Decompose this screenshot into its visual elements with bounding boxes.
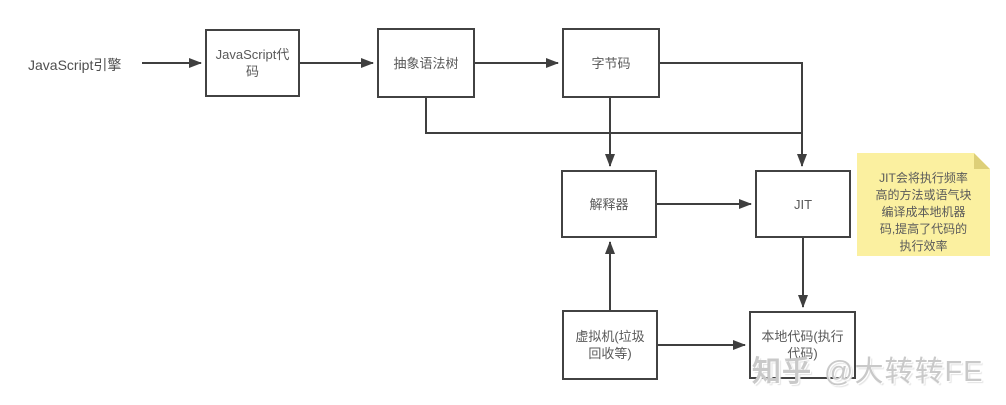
node-jit: JIT xyxy=(755,170,851,238)
node-interpreter: 解释器 xyxy=(561,170,657,238)
node-label: 本地代码(执行代码) xyxy=(761,329,844,361)
node-label: JavaScript代码 xyxy=(215,47,290,79)
node-label: JIT xyxy=(793,196,813,212)
node-virtual-machine: 虚拟机(垃圾回收等) xyxy=(562,310,658,380)
node-abstract-syntax-tree: 抽象语法树 xyxy=(377,28,475,98)
zhihu-watermark: 知乎 @大转转FE xyxy=(752,348,984,390)
note-line: JIT会将执行频率 xyxy=(879,171,968,185)
author-handle-label: @大转转FE xyxy=(824,356,984,388)
engine-label: JavaScript引擎 xyxy=(28,57,122,73)
node-label: 解释器 xyxy=(589,196,629,212)
node-javascript-code: JavaScript代码 xyxy=(205,29,300,97)
node-label: 抽象语法树 xyxy=(393,55,459,71)
node-label: 虚拟机(垃圾回收等) xyxy=(575,329,645,361)
note-line: 高的方法或语气块 xyxy=(875,188,972,202)
note-line: 码,提高了代码的 xyxy=(879,222,968,236)
jit-sticky-note: JIT会将执行频率 高的方法或语气块 编译成本地机器 码,提高了代码的 执行效率 xyxy=(857,153,990,256)
zhihu-brand-label: 知乎 xyxy=(752,356,813,388)
note-line: 执行效率 xyxy=(899,239,948,253)
note-line: 编译成本地机器 xyxy=(881,205,966,219)
node-native-code: 本地代码(执行代码) xyxy=(749,311,856,379)
node-bytecode: 字节码 xyxy=(562,28,660,98)
node-label: 字节码 xyxy=(591,55,631,71)
